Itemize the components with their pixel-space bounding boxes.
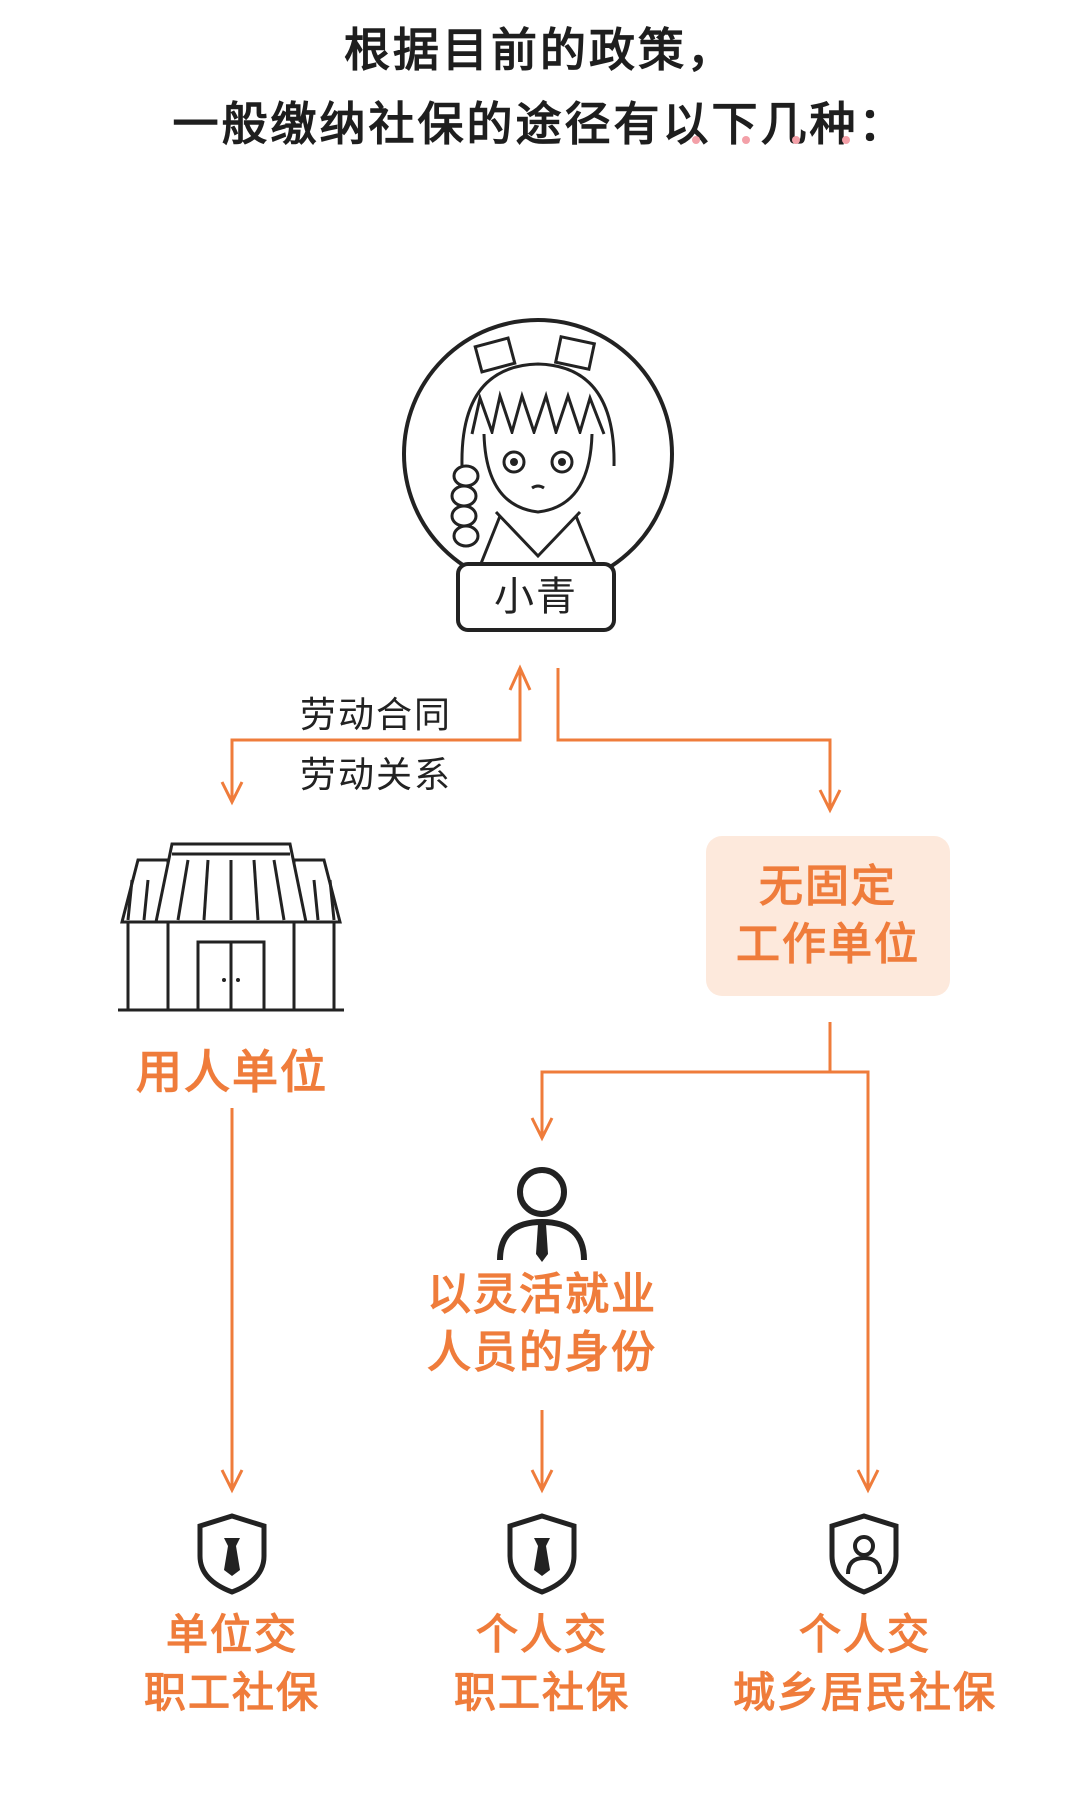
girl-avatar-icon [402, 318, 674, 590]
outcome-1-line-1: 单位交 [165, 1610, 298, 1659]
arrow-person-nofixed [556, 668, 832, 810]
building-icon [118, 842, 344, 1012]
flexible-line-2: 人员的身份 [427, 1327, 657, 1378]
shield-tie-icon [197, 1513, 267, 1595]
shield-tie-icon [507, 1513, 577, 1595]
label-labor-relation: 劳动关系 [300, 755, 453, 796]
no-fixed-line-2: 工作单位 [736, 919, 920, 970]
person-name-label: 小青 [456, 562, 616, 632]
employer-label: 用人单位 [136, 1045, 328, 1099]
outcome-3-line-2: 城乡居民社保 [732, 1668, 997, 1717]
outcome-2-line-1: 个人交 [475, 1610, 608, 1659]
header-line-2: 一般缴纳社保的途径有以下几种： [172, 97, 908, 151]
flexible-line-1: 以灵活就业 [427, 1269, 657, 1320]
arrow-nofixed-flexible [540, 1022, 832, 1138]
shield-person-icon [829, 1513, 899, 1595]
header-line-1: 根据目前的政策， [344, 23, 736, 77]
header-underline-dots [692, 136, 850, 144]
no-fixed-line-1: 无固定 [759, 861, 897, 912]
worker-icon [497, 1167, 587, 1262]
outcome-3-line-1: 个人交 [798, 1610, 931, 1659]
outcome-2-line-2: 职工社保 [453, 1668, 630, 1717]
no-fixed-employer-box: 无固定 工作单位 [706, 836, 950, 996]
label-labor-contract: 劳动合同 [300, 695, 453, 736]
arrow-nofixed-resident [830, 1070, 870, 1490]
arrow-person-employer [230, 672, 522, 800]
outcome-1-line-2: 职工社保 [143, 1668, 320, 1717]
